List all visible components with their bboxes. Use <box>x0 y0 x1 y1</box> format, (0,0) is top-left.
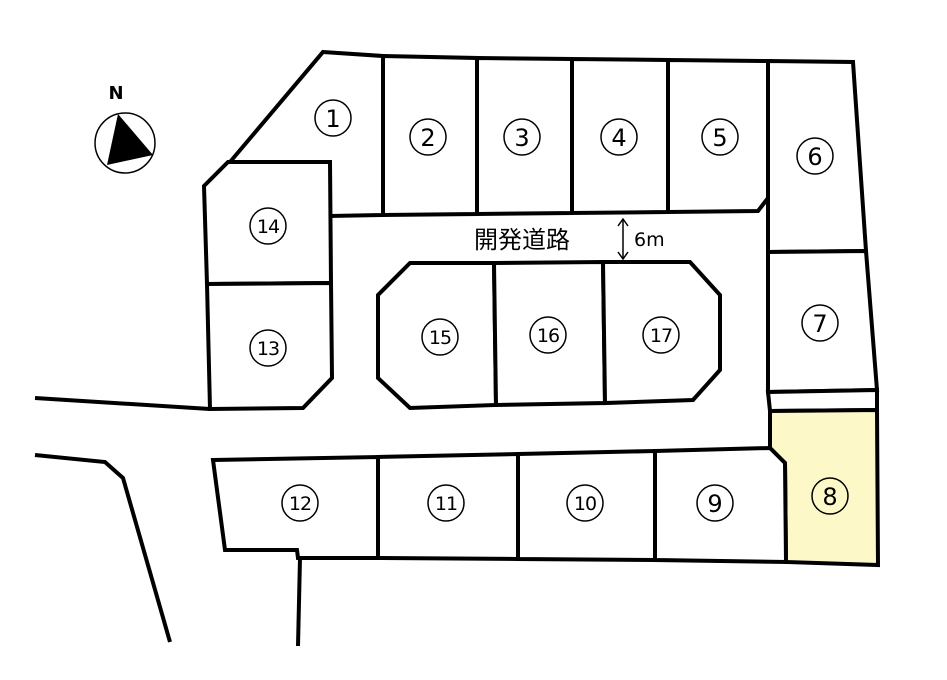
lot-label-14: 14 <box>249 207 287 245</box>
lot-number-circle <box>249 329 287 367</box>
lot-number-circle <box>409 118 447 156</box>
lot-label-15: 15 <box>421 318 459 356</box>
lot-13[interactable] <box>204 280 335 412</box>
lot-number: 12 <box>289 493 311 515</box>
lot-number-circle <box>314 99 352 137</box>
lot-number-circle <box>503 118 541 156</box>
lot-number: 15 <box>429 327 451 349</box>
lot-number: 2 <box>420 124 435 152</box>
lot-label-2: 2 <box>409 118 447 156</box>
north-compass-icon <box>94 112 156 174</box>
lot-9[interactable] <box>653 445 789 565</box>
lot-label-17: 17 <box>642 316 680 354</box>
lot-number-circle <box>701 118 739 156</box>
lot-number-circle <box>801 304 839 342</box>
lot-label-12: 12 <box>281 484 319 522</box>
road-width-arrow-icon <box>617 217 629 261</box>
lot-label-7: 7 <box>801 304 839 342</box>
lot-label-4: 4 <box>600 118 638 156</box>
lot-number: 1 <box>325 105 340 133</box>
lot-number-circle <box>427 484 465 522</box>
lot-number: 3 <box>514 124 529 152</box>
road-edge-west-lower <box>34 453 172 643</box>
lot-number: 6 <box>807 143 822 171</box>
lot-label-5: 5 <box>701 118 739 156</box>
lot-number: 8 <box>822 483 837 511</box>
lot-number-circle <box>811 477 849 515</box>
lot-label-6: 6 <box>796 137 834 175</box>
lot-number-circle <box>566 484 604 522</box>
lot-number-circle <box>696 484 734 522</box>
compass-north-label: N <box>108 83 123 104</box>
lot-14[interactable] <box>201 160 334 287</box>
lot-number-circle <box>421 318 459 356</box>
strip <box>765 387 879 414</box>
lot-number-circle <box>796 137 834 175</box>
lot-label-1: 1 <box>314 99 352 137</box>
lot-label-8: 8 <box>811 477 849 515</box>
lot-number: 16 <box>537 325 559 347</box>
lot-label-11: 11 <box>427 484 465 522</box>
lot-number: 7 <box>812 310 827 338</box>
lot-number: 5 <box>712 124 727 152</box>
lot-number: 10 <box>574 493 596 515</box>
lot-number: 13 <box>257 338 279 360</box>
road-edge-south <box>296 557 302 647</box>
lot-number-circle <box>281 484 319 522</box>
lot-label-16: 16 <box>529 316 567 354</box>
lot-label-3: 3 <box>503 118 541 156</box>
lot-number: 17 <box>650 325 672 347</box>
lot-5[interactable] <box>666 57 770 215</box>
lot-number: 14 <box>257 216 280 238</box>
road-width: 6m <box>634 229 665 251</box>
lot-number: 11 <box>435 493 457 515</box>
lot-label-9: 9 <box>696 484 734 522</box>
lot-label-10: 10 <box>566 484 604 522</box>
lot-number-circle <box>642 316 680 354</box>
road-edge-west-upper <box>34 396 211 411</box>
lot-number: 4 <box>611 124 626 152</box>
lot-17[interactable] <box>600 260 722 406</box>
lot-number-circle <box>249 207 287 245</box>
lot-number-circle <box>600 118 638 156</box>
lot-number: 9 <box>707 490 722 518</box>
lot-number-circle <box>529 316 567 354</box>
lot-label-13: 13 <box>249 329 287 367</box>
road-name: 開発道路 <box>474 226 570 254</box>
